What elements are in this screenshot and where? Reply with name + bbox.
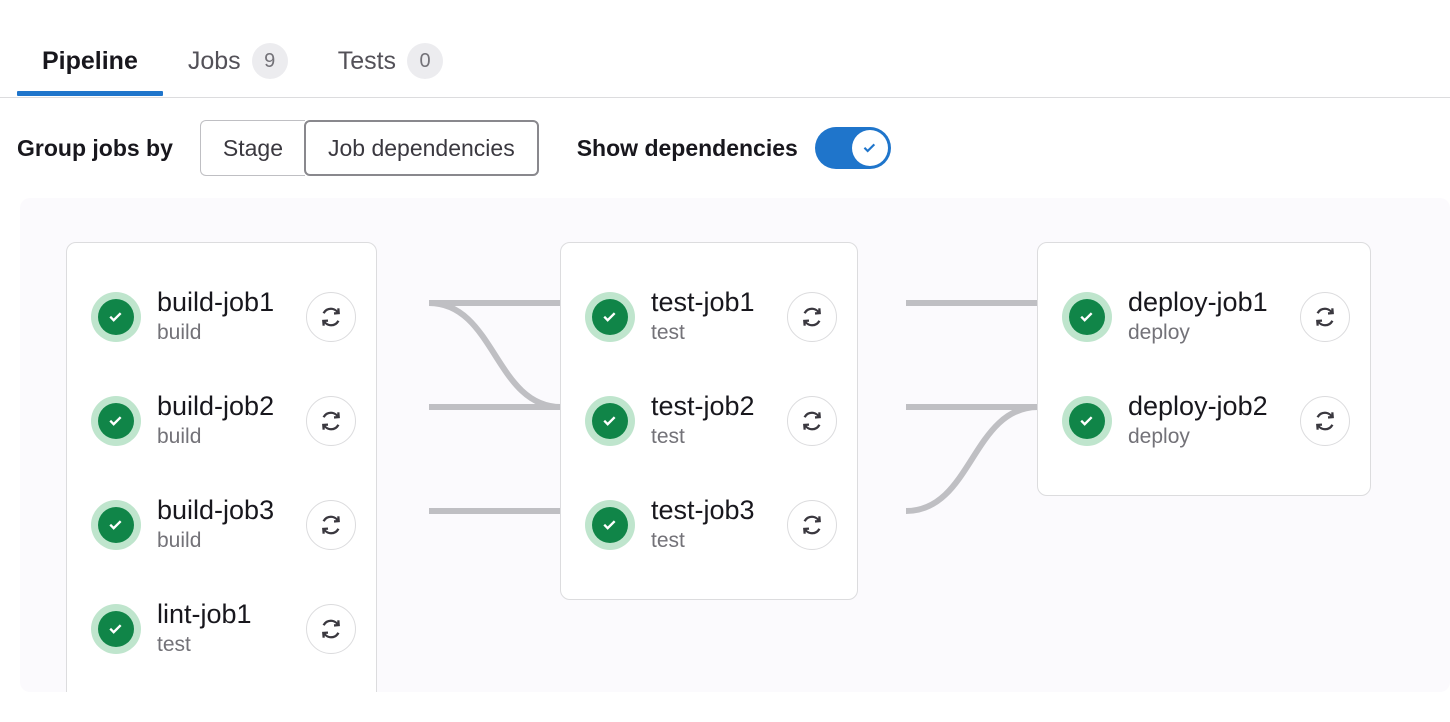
job-row-deploy-job1[interactable]: deploy-job1 deploy xyxy=(1038,265,1370,369)
retry-icon[interactable] xyxy=(306,292,356,342)
tab-jobs-badge: 9 xyxy=(252,43,288,79)
status-success-icon xyxy=(1062,396,1112,446)
tab-jobs-label: Jobs xyxy=(188,47,241,76)
job-row-test-job3[interactable]: test-job3 test xyxy=(561,473,857,577)
job-name: build-job1 xyxy=(157,287,274,319)
retry-glyph-icon xyxy=(1312,408,1338,434)
status-success-icon xyxy=(91,500,141,550)
retry-glyph-icon xyxy=(799,408,825,434)
status-success-icon xyxy=(91,292,141,342)
job-row-deploy-job2[interactable]: deploy-job2 deploy xyxy=(1038,369,1370,473)
job-row-build-job2[interactable]: build-job2 build xyxy=(67,369,376,473)
job-stage: test xyxy=(651,319,755,346)
toggle-knob xyxy=(852,130,888,166)
show-dependencies-label: Show dependencies xyxy=(577,135,798,162)
job-card-test: test-job1 test xyxy=(560,242,858,600)
status-success-icon xyxy=(585,396,635,446)
tab-tests[interactable]: Tests 0 xyxy=(313,0,468,96)
group-by-job-dependencies-button[interactable]: Job dependencies xyxy=(304,120,539,176)
job-row-build-job3[interactable]: build-job3 build xyxy=(67,473,376,577)
job-row-test-job2[interactable]: test-job2 test xyxy=(561,369,857,473)
build-column: build-job1 build xyxy=(66,242,377,692)
tab-tests-badge: 0 xyxy=(407,43,443,79)
job-name: lint-job1 xyxy=(157,599,274,631)
job-stage: build xyxy=(157,423,274,450)
job-stage: test xyxy=(651,423,755,450)
check-icon xyxy=(1076,410,1098,432)
job-name: test-job3 xyxy=(651,495,755,527)
job-card-deploy: deploy-job1 deploy xyxy=(1037,242,1371,496)
job-name: test-job1 xyxy=(651,287,755,319)
retry-icon[interactable] xyxy=(306,604,356,654)
job-stage: test xyxy=(651,527,755,554)
job-stage: build xyxy=(157,319,274,346)
pipeline-graph-canvas: build-job1 build xyxy=(20,198,1450,692)
link-build-job1-to-test-job2 xyxy=(429,303,561,407)
show-dependencies-control: Show dependencies xyxy=(577,127,891,169)
job-stage: build xyxy=(157,527,274,554)
group-jobs-by-label: Group jobs by xyxy=(17,135,173,162)
job-card-build: build-job1 build xyxy=(66,242,377,692)
retry-icon[interactable] xyxy=(306,500,356,550)
retry-glyph-icon xyxy=(1312,304,1338,330)
job-name: deploy-job1 xyxy=(1128,287,1268,319)
retry-glyph-icon xyxy=(318,616,344,642)
status-success-icon xyxy=(91,604,141,654)
check-icon xyxy=(599,306,621,328)
tab-pipeline-label: Pipeline xyxy=(42,47,138,76)
tab-jobs[interactable]: Jobs 9 xyxy=(163,0,313,96)
status-success-icon xyxy=(585,500,635,550)
retry-glyph-icon xyxy=(318,304,344,330)
check-icon xyxy=(599,514,621,536)
show-dependencies-toggle[interactable] xyxy=(815,127,891,169)
job-stage: deploy xyxy=(1128,423,1268,450)
check-icon xyxy=(105,410,127,432)
job-name: test-job2 xyxy=(651,391,755,423)
group-by-stage-button[interactable]: Stage xyxy=(200,120,305,176)
check-icon xyxy=(105,514,127,536)
retry-icon[interactable] xyxy=(306,396,356,446)
job-row-test-job1[interactable]: test-job1 test xyxy=(561,265,857,369)
retry-glyph-icon xyxy=(799,304,825,330)
job-row-build-job1[interactable]: build-job1 build xyxy=(67,265,376,369)
status-success-icon xyxy=(585,292,635,342)
check-icon xyxy=(105,618,127,640)
check-icon xyxy=(599,410,621,432)
job-name: build-job2 xyxy=(157,391,274,423)
retry-icon[interactable] xyxy=(1300,396,1350,446)
retry-icon[interactable] xyxy=(787,292,837,342)
retry-glyph-icon xyxy=(318,512,344,538)
test-column: test-job1 test xyxy=(560,242,858,600)
group-jobs-by-segmented-control[interactable]: Stage Job dependencies xyxy=(200,120,539,176)
tab-tests-label: Tests xyxy=(338,47,396,76)
retry-icon[interactable] xyxy=(1300,292,1350,342)
status-success-icon xyxy=(91,396,141,446)
retry-icon[interactable] xyxy=(787,396,837,446)
job-stage: deploy xyxy=(1128,319,1268,346)
job-row-lint-job1[interactable]: lint-job1 test xyxy=(67,577,376,681)
check-icon xyxy=(1076,306,1098,328)
job-name: deploy-job2 xyxy=(1128,391,1268,423)
pipeline-tab-bar: Pipeline Jobs 9 Tests 0 xyxy=(0,0,1450,98)
link-test-job3-to-deploy-job2 xyxy=(906,407,1038,511)
pipeline-controls: Group jobs by Stage Job dependencies Sho… xyxy=(0,98,1450,198)
retry-icon[interactable] xyxy=(787,500,837,550)
check-icon xyxy=(105,306,127,328)
retry-glyph-icon xyxy=(799,512,825,538)
deploy-column: deploy-job1 deploy xyxy=(1037,242,1371,496)
status-success-icon xyxy=(1062,292,1112,342)
job-stage: test xyxy=(157,631,274,658)
check-icon xyxy=(859,137,881,159)
job-name: build-job3 xyxy=(157,495,274,527)
tab-pipeline[interactable]: Pipeline xyxy=(17,0,163,96)
retry-glyph-icon xyxy=(318,408,344,434)
